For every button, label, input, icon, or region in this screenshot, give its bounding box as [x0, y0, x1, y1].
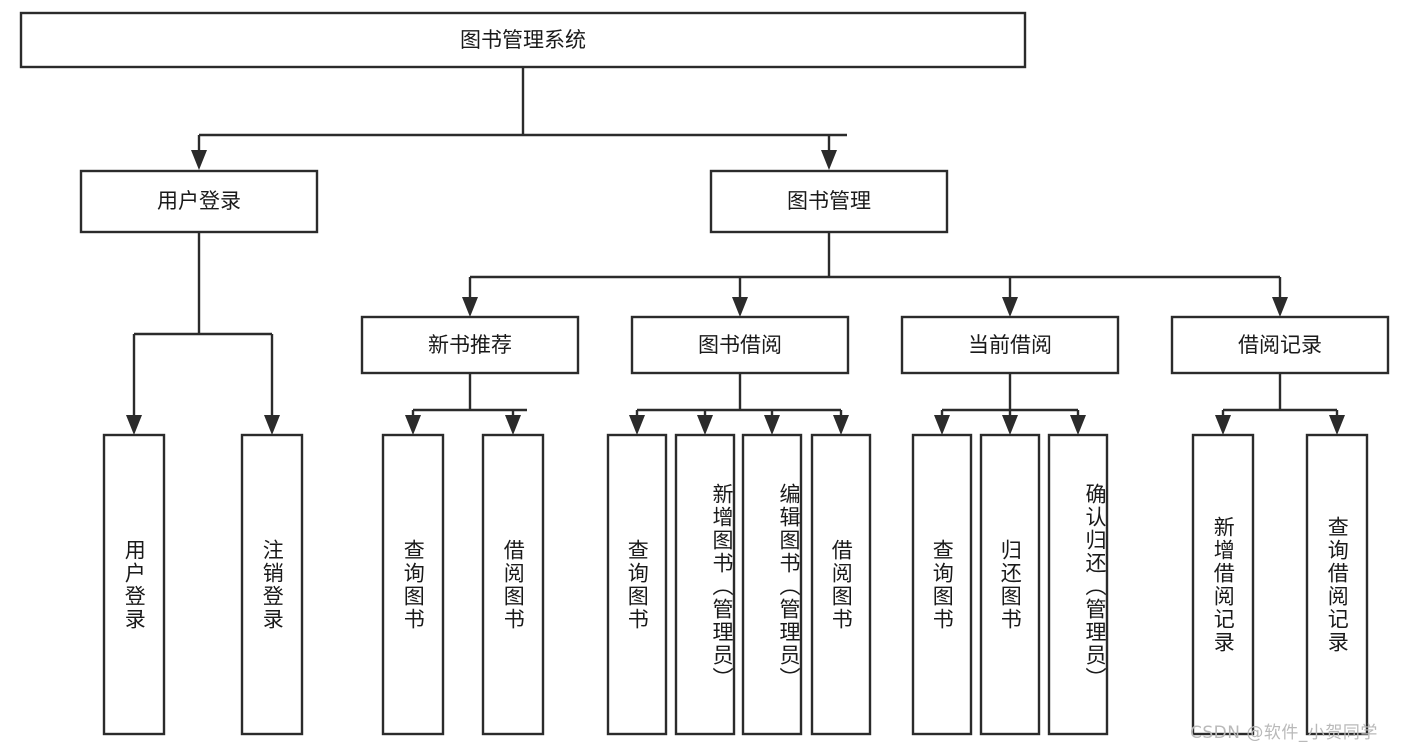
connector-new-book-recommend-to-leaves — [405, 373, 527, 435]
arrow-head-icon — [1329, 415, 1345, 435]
arrow-head-icon — [934, 415, 950, 435]
leaf-box-bb-query-book[interactable] — [606, 433, 668, 736]
leaf-box-nbr-query-book[interactable] — [381, 433, 445, 736]
connector-current-borrow-to-leaves — [934, 373, 1086, 435]
node-borrow-record-label: 借阅记录 — [1238, 333, 1322, 357]
node-root-label: 图书管理系统 — [460, 28, 586, 52]
arrow-head-icon — [1070, 415, 1086, 435]
arrow-head-icon — [1272, 297, 1288, 317]
arrow-head-icon — [1215, 415, 1231, 435]
leaf-box-cb-query-book[interactable] — [911, 433, 973, 736]
node-new-book-recommend-box[interactable] — [360, 315, 580, 375]
arrow-head-icon — [405, 415, 421, 435]
arrow-head-icon — [732, 297, 748, 317]
leaf-box-cb-return-book[interactable] — [979, 433, 1041, 736]
connector-book-borrow-to-leaves — [629, 373, 849, 435]
arrow-head-icon — [833, 415, 849, 435]
node-current-borrow-box[interactable] — [900, 315, 1120, 375]
leaf-box-user-login[interactable] — [102, 433, 166, 736]
leaf-box-bb-borrow-book[interactable] — [810, 433, 872, 736]
node-root-box[interactable] — [19, 11, 1027, 69]
node-new-book-recommend-label: 新书推荐 — [428, 333, 512, 357]
arrow-head-icon — [764, 415, 780, 435]
leaf-box-bb-edit-book-admin[interactable] — [741, 433, 803, 736]
node-current-borrow[interactable]: 当前借阅 — [900, 315, 1120, 375]
leaf-box-user-logout[interactable] — [240, 433, 304, 736]
leaf-box-nbr-borrow-book[interactable] — [481, 433, 545, 736]
node-borrow-record[interactable]: 借阅记录 — [1170, 315, 1390, 375]
arrow-head-icon — [1002, 297, 1018, 317]
node-root[interactable]: 图书管理系统 — [19, 11, 1027, 69]
connector-borrow-record-to-leaves — [1215, 373, 1345, 435]
node-current-borrow-label: 当前借阅 — [968, 333, 1052, 357]
node-user-login-label: 用户登录 — [157, 189, 241, 213]
leaf-box-br-query-record[interactable] — [1305, 433, 1369, 736]
arrow-head-icon — [126, 415, 142, 435]
arrow-head-icon — [629, 415, 645, 435]
arrow-head-icon — [264, 415, 280, 435]
node-new-book-recommend[interactable]: 新书推荐 — [360, 315, 580, 375]
arrow-head-icon — [697, 415, 713, 435]
node-book-borrow[interactable]: 图书借阅 — [630, 315, 850, 375]
node-user-login[interactable]: 用户登录 — [79, 169, 319, 234]
node-book-management-label: 图书管理 — [787, 189, 871, 213]
arrow-head-icon — [1002, 415, 1018, 435]
connector-book-management-to-level2 — [462, 232, 1288, 317]
node-book-management[interactable]: 图书管理 — [709, 169, 949, 234]
connector-user-login-to-leaves — [126, 232, 280, 435]
arrow-head-icon — [505, 415, 521, 435]
node-user-login-box[interactable] — [79, 169, 319, 234]
leaf-box-br-add-record[interactable] — [1191, 433, 1255, 736]
arrow-head-icon — [191, 150, 207, 170]
arrow-head-icon — [821, 150, 837, 170]
leaf-box-bb-add-book-admin[interactable] — [674, 433, 736, 736]
leaf-box-cb-confirm-return-admin[interactable] — [1047, 433, 1109, 736]
csdn-watermark: CSDN @软件_小贺同学 — [1190, 723, 1378, 743]
node-book-borrow-label: 图书借阅 — [698, 333, 782, 357]
arrow-head-icon — [462, 297, 478, 317]
connector-root-to-level1 — [191, 67, 847, 170]
